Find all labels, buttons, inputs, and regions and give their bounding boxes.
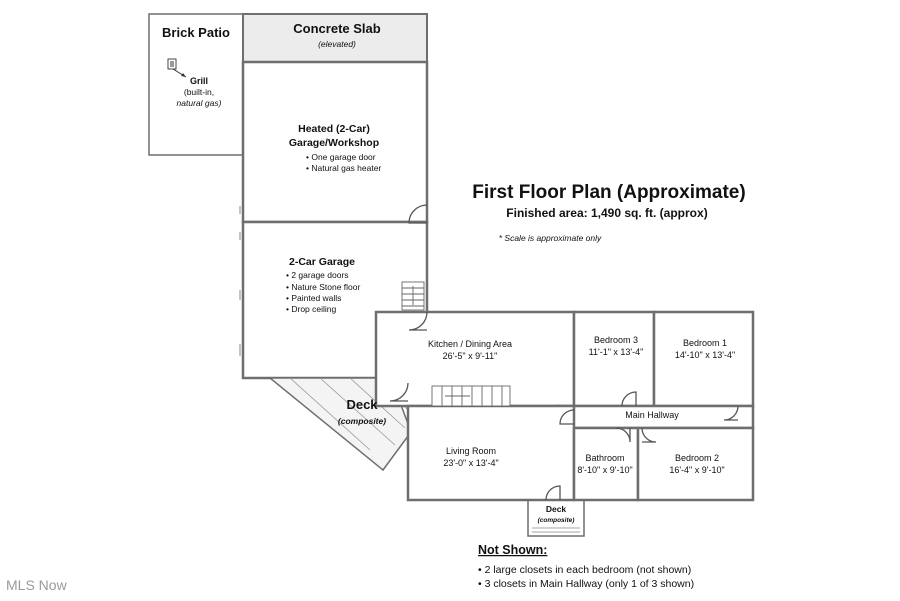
bathroom-label: Bathroom	[585, 453, 624, 463]
grill-icon	[167, 58, 187, 78]
bedroom-1	[652, 310, 755, 408]
heated-garage-name-1: Heated (2-Car)	[298, 123, 370, 135]
garage-bullet: • 2 garage doors	[286, 270, 349, 280]
not-shown-item: • 3 closets in Main Hallway (only 1 of 3…	[478, 578, 694, 590]
bathroom-dims: 8'-10" x 9'-10"	[577, 465, 632, 475]
grill-note-1: (built-in,	[184, 87, 214, 97]
page-title: First Floor Plan (Approximate)	[472, 182, 745, 203]
watermark: MLS Now	[6, 577, 68, 593]
garage-name: 2-Car Garage	[289, 256, 355, 268]
garage-bullet: • Painted walls	[286, 293, 341, 303]
bedroom1-dims: 14'-10" x 13'-4"	[675, 350, 735, 360]
deck-small-steps	[532, 527, 580, 533]
bedroom2-dims: 16'-4" x 9'-10"	[669, 465, 724, 475]
bedroom3-dims: 11'-1" x 13'-4"	[589, 347, 644, 357]
deck-large-label: Deck	[346, 397, 378, 412]
brick-patio-label: Brick Patio	[162, 25, 230, 40]
bedroom1-label: Bedroom 1	[683, 338, 727, 348]
bedroom2-label: Bedroom 2	[675, 453, 719, 463]
heated-garage-bullet: • One garage door	[306, 152, 376, 162]
bathroom	[572, 426, 640, 502]
stairs-kitchen	[431, 385, 511, 407]
door-swings	[389, 204, 739, 501]
deck-large-note: (composite)	[338, 416, 386, 426]
bedroom-2	[636, 426, 755, 502]
garage-bullet: • Drop ceiling	[286, 304, 336, 314]
stairs-garage	[401, 281, 425, 311]
heated-garage-workshop	[241, 60, 429, 224]
not-shown-item: • 2 large closets in each bedroom (not s…	[478, 564, 691, 576]
heated-garage-bullet: • Natural gas heater	[306, 163, 381, 173]
kitchen-dims: 26'-5" x 9'-11"	[443, 351, 498, 361]
kitchen-label: Kitchen / Dining Area	[428, 339, 512, 349]
bedroom-3	[572, 310, 656, 408]
concrete-slab-note: (elevated)	[318, 39, 356, 49]
living-room	[406, 404, 576, 502]
bedroom3-label: Bedroom 3	[594, 335, 638, 345]
deck-small-label: Deck	[546, 504, 567, 514]
heated-garage-name-2: Garage/Workshop	[289, 137, 379, 149]
grill-note-2: natural gas)	[177, 98, 222, 108]
deck-small	[527, 499, 585, 537]
not-shown-heading: Not Shown:	[478, 543, 547, 557]
deck-small-note: (composite)	[538, 517, 575, 524]
scale-note: * Scale is approximate only	[499, 233, 602, 243]
grill-label: Grill	[190, 76, 208, 86]
main-hallway-label: Main Hallway	[625, 410, 679, 420]
finished-area: Finished area: 1,490 sq. ft. (approx)	[506, 206, 707, 220]
living-room-label: Living Room	[446, 446, 496, 456]
concrete-slab-label: Concrete Slab	[293, 21, 380, 36]
living-room-dims: 23'-0" x 13'-4"	[443, 458, 498, 468]
garage-bullet: • Nature Stone floor	[286, 282, 360, 292]
